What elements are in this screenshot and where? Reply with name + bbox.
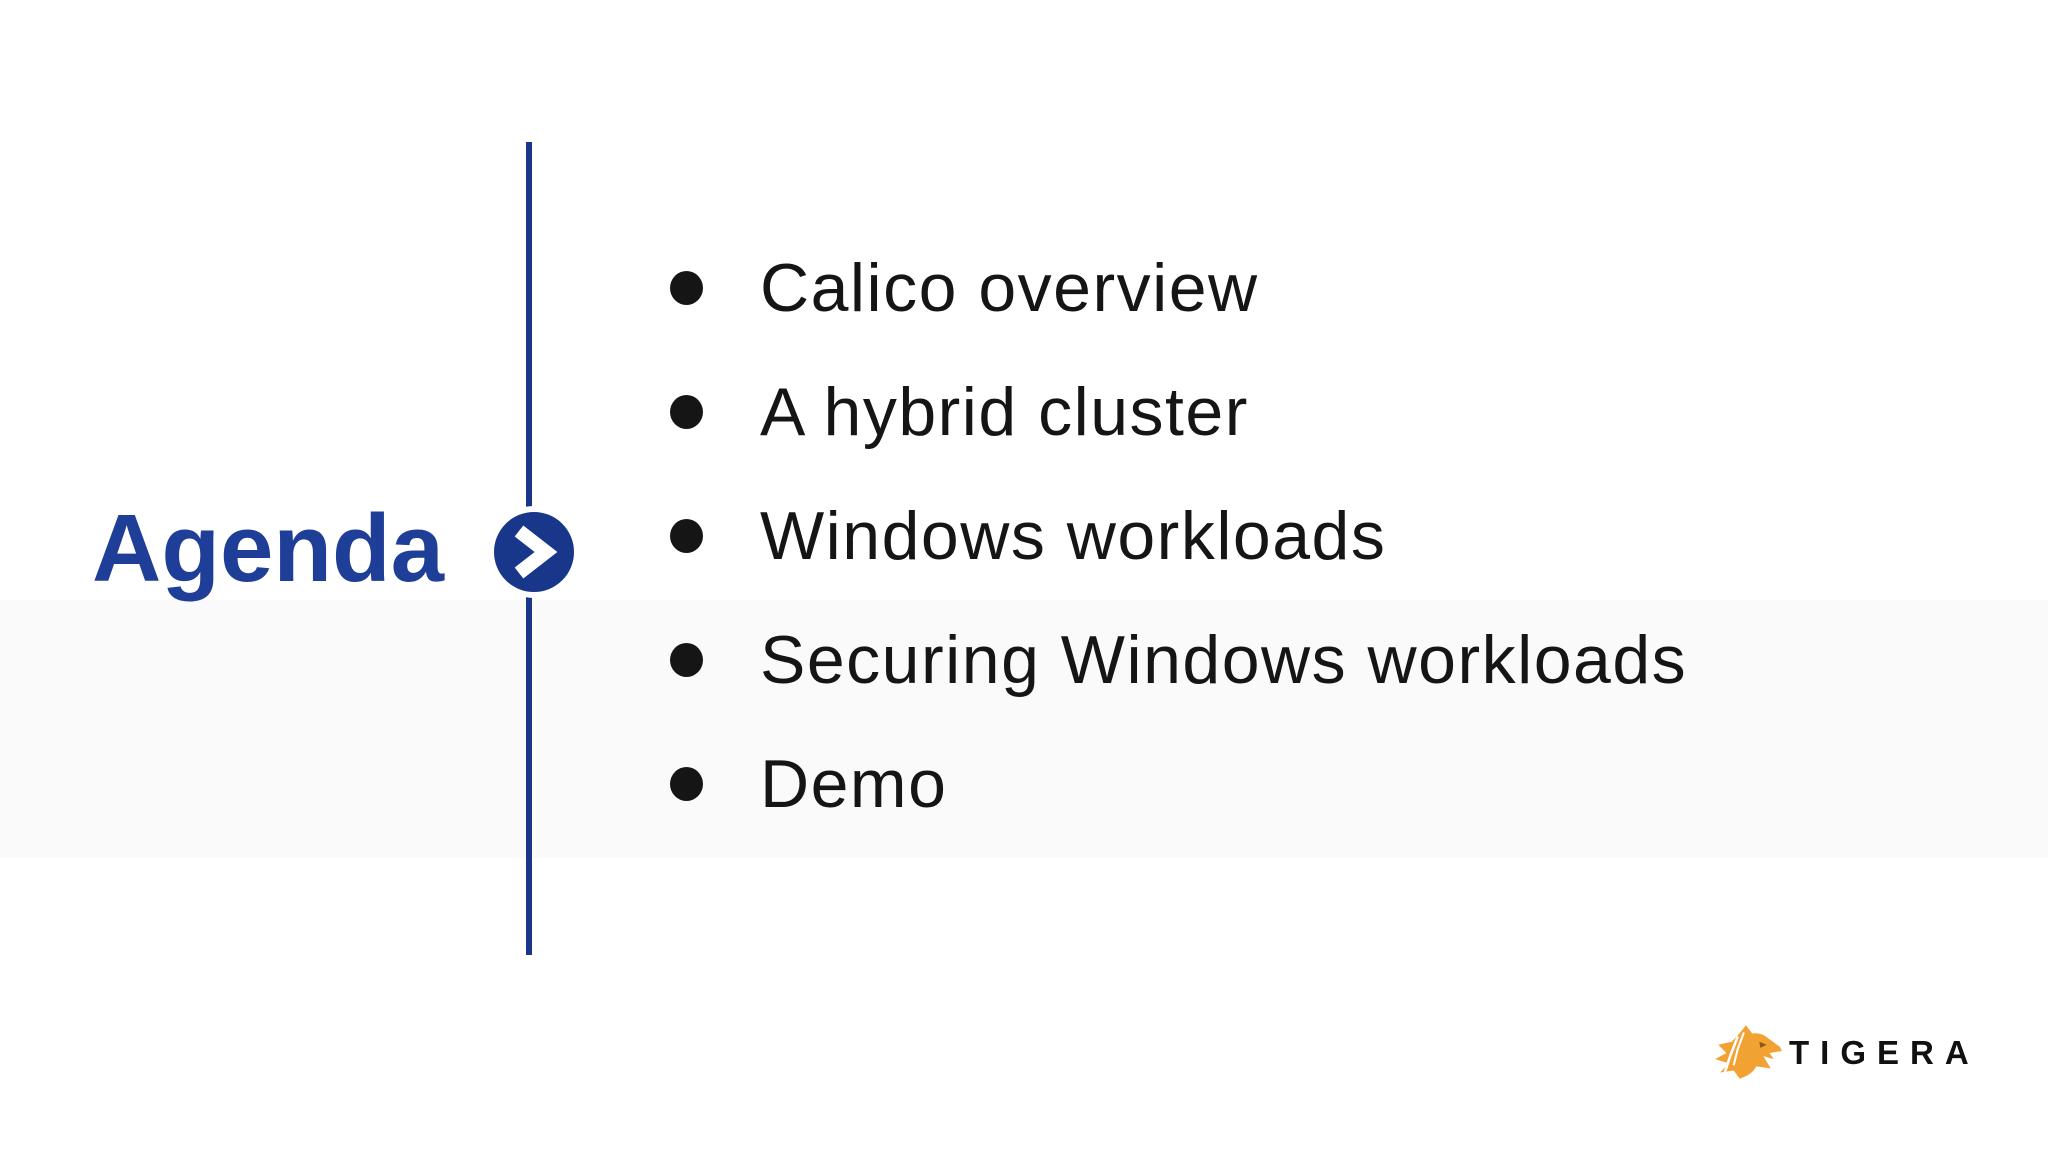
- bullet-dot-icon: [670, 767, 703, 801]
- agenda-item-label: Demo: [760, 746, 948, 822]
- agenda-item-label: Securing Windows workloads: [760, 622, 1688, 698]
- list-item: A hybrid cluster: [670, 362, 1249, 462]
- background-band: [0, 600, 2048, 858]
- tigera-tiger-icon: [1715, 1025, 1782, 1079]
- bullet-dot-icon: [670, 395, 703, 429]
- list-item: Securing Windows workloads: [670, 610, 1687, 710]
- agenda-item-label: Windows workloads: [760, 498, 1387, 574]
- list-item: Windows workloads: [670, 486, 1386, 586]
- chevron-right-icon: [514, 525, 558, 579]
- bullet-dot-icon: [670, 271, 703, 305]
- list-item: Demo: [670, 734, 947, 834]
- list-item: Calico overview: [670, 238, 1259, 338]
- agenda-item-label: A hybrid cluster: [760, 374, 1249, 450]
- brand-name: TIGERA: [1789, 1034, 1980, 1071]
- brand-logo: TIGERA: [1710, 1024, 1980, 1082]
- bullet-dot-icon: [670, 643, 703, 677]
- slide-title: Agenda: [92, 495, 445, 602]
- bullet-dot-icon: [670, 519, 703, 553]
- agenda-item-label: Calico overview: [760, 250, 1259, 326]
- chevron-circle-badge: [488, 506, 580, 598]
